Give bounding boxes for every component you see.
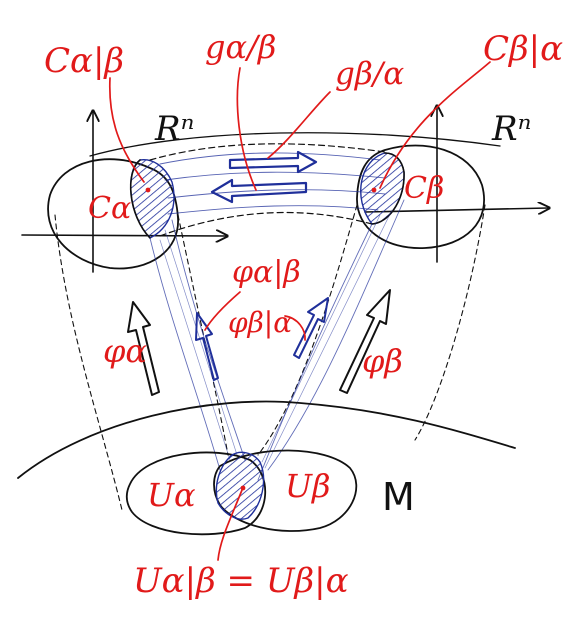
label-rn-right: Rⁿ [491, 109, 531, 149]
label-phi-beta: φβ [362, 342, 403, 380]
label-phi-alpha-beta: φα|β [232, 255, 301, 290]
right-chart-space [356, 107, 548, 263]
left-chart-ellipse [47, 158, 179, 270]
label-rn-left: Rⁿ [154, 109, 194, 149]
pointer-phi-beta-alpha [284, 315, 306, 341]
label-c-alpha-beta: Cα|β [44, 41, 124, 81]
u-alpha-ellipse [125, 451, 267, 536]
phi-alpha-arrow [127, 301, 160, 396]
chart-map-arrows [127, 289, 391, 396]
pointer-phi-alpha-beta [204, 291, 241, 331]
label-c-alpha: Cα [88, 191, 131, 226]
u-intersection-region [215, 451, 265, 520]
g-alpha-beta-arrow [210, 178, 308, 204]
manifold-surface-curve [17, 400, 516, 479]
label-phi-beta-alpha: φβ|α [228, 306, 292, 339]
point-u-intersection [240, 485, 246, 491]
label-g-alpha-beta: gα/β [205, 28, 276, 66]
phi-beta-alpha-arrow [293, 297, 329, 359]
left-chart-overlap-outline [129, 159, 151, 239]
pointer-g-beta-alpha [267, 91, 331, 159]
label-u-alpha: Uα [147, 476, 196, 514]
pointer-c-alpha-beta [108, 77, 145, 183]
point-c-beta [371, 187, 377, 193]
label-u-beta: Uβ [285, 467, 330, 505]
manifold-region [17, 400, 516, 536]
pointer-u-intersection [217, 489, 243, 561]
label-c-beta: Cβ [404, 171, 444, 206]
right-chart-overlap-region [360, 152, 405, 225]
label-phi-alpha: φα [103, 332, 147, 370]
text-labels: Cα|β gα/β gβ/α Cβ|α Rⁿ Rⁿ Cα Cβ φα|β φβ|… [44, 28, 563, 601]
pointer-c-beta-alpha [379, 61, 491, 189]
label-g-beta-alpha: gβ/α [335, 56, 404, 92]
label-manifold: M [382, 475, 415, 519]
transition-tube [89, 132, 501, 237]
point-c-alpha [145, 187, 151, 193]
phi-alpha-beta-arrow [195, 312, 219, 381]
pointer-g-alpha-beta [236, 67, 257, 191]
label-c-beta-alpha: Cβ|α [483, 29, 563, 69]
right-chart-overlap-outline [371, 152, 405, 225]
red-pointers [108, 61, 491, 561]
transition-map-arrows [210, 150, 318, 204]
label-u-intersection: Uα|β = Uβ|α [133, 561, 349, 601]
phi-beta-arrow [339, 289, 391, 394]
g-beta-alpha-arrow [228, 150, 318, 174]
left-x-axis [21, 235, 226, 236]
right-x-axis [364, 208, 548, 212]
